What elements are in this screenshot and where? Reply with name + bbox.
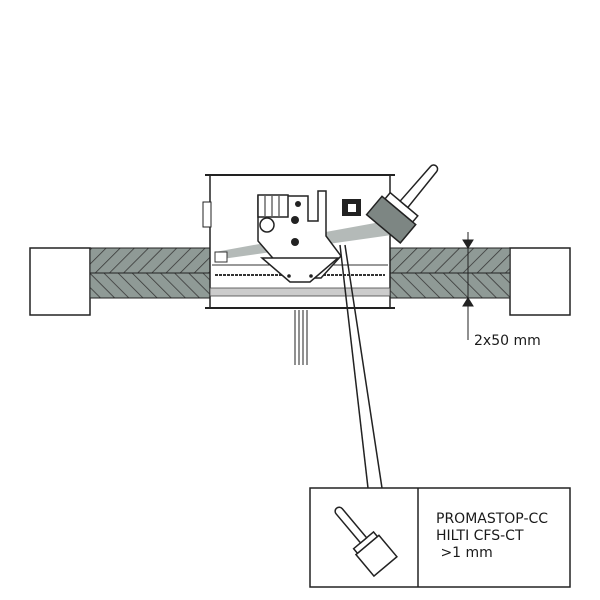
leader-line [339,244,383,489]
right-slab [387,247,511,299]
legend-line-product-1: PROMASTOP-CC [436,511,549,527]
legend-paintbrush-icon [334,506,398,578]
left-wall-block [29,247,91,316]
dimension-marker [462,232,474,340]
legend-line-thickness: >1 mm [436,545,493,561]
paintbrush-icon [365,164,439,244]
dimension-label: 2x50 mm [474,333,541,349]
legend-text: PROMASTOP-CC HILTI CFS-CT >1 mm [436,511,548,562]
legend-line-product-2: HILTI CFS-CT [436,528,524,544]
fire-damper [202,174,395,365]
left-slab [89,247,213,299]
right-wall-block [509,247,571,316]
legend-box [309,487,571,588]
